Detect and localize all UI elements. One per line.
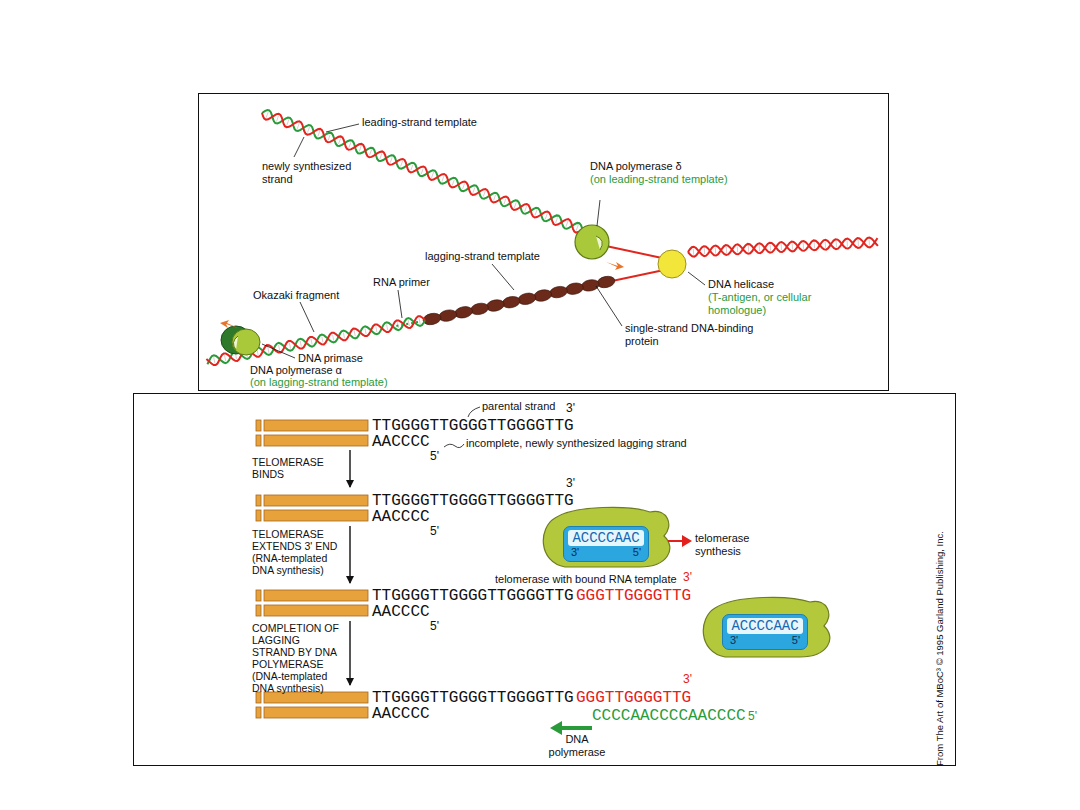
part-label: lagging-strand template	[425, 250, 540, 263]
helicase	[658, 250, 686, 278]
dna-sequence: AACCCC	[372, 604, 430, 620]
part-note: (on lagging-strand template)	[250, 376, 388, 389]
part-label: leading-strand template	[362, 116, 477, 129]
part-label: DNA polymerase	[546, 733, 608, 758]
lagging-template-strand	[428, 270, 664, 320]
end-label: 3'	[566, 477, 575, 491]
part-label: DNA helicase	[708, 278, 774, 291]
end-label: 5'	[630, 546, 644, 559]
part-label: single-strand DNA-binding protein	[625, 322, 765, 347]
part-note: (on leading-strand template)	[590, 173, 728, 186]
part-label: newly synthesized strand	[262, 160, 357, 185]
rna-template: ACCCCAAC3' 5'	[563, 526, 649, 562]
end-label: 3'	[727, 634, 741, 647]
dna-sequence: AACCCC	[372, 509, 430, 525]
part-label: telomerase with bound RNA template	[495, 573, 677, 586]
end-label: 3'	[566, 402, 575, 416]
copyright-watermark: From The Art of MBoC³ © 1995 Garland Pub…	[934, 531, 946, 766]
panel-frame	[134, 394, 956, 766]
dna-sequence: TTGGGGTTGGGGTTGGGGTTG	[372, 690, 574, 706]
dna-sequence: TTGGGGTTGGGGTTGGGGTTG	[372, 588, 574, 604]
part-label: RNA primer	[373, 276, 430, 289]
end-label: 5'	[430, 450, 439, 464]
leader-line	[468, 407, 480, 417]
direction-arrow	[606, 262, 624, 270]
polymerase-alpha	[232, 329, 260, 355]
step-label: TELOMERASE EXTENDS 3' END (RNA-templated…	[252, 528, 342, 576]
dna-sequence: TTGGGGTTGGGGTTGGGGTTG	[372, 418, 574, 434]
rna-template: ACCCCAAC3' 5'	[722, 614, 808, 650]
polymerase-cleft	[233, 336, 238, 350]
dna-sequence: CCCCAACCCCAACCCC	[592, 708, 746, 724]
dna-helices	[206, 110, 878, 365]
end-label: 5'	[748, 710, 757, 724]
rna-sequence: ACCCCAAC	[727, 618, 803, 634]
end-label: 3'	[683, 571, 692, 585]
rna-sequence: ACCCCAAC	[568, 530, 644, 546]
polymerase-cleft	[596, 236, 602, 250]
end-label: 5'	[430, 620, 439, 634]
part-note: (T-antigen, or cellular homologue)	[708, 291, 858, 316]
part-label: DNA polymerase α	[250, 364, 342, 377]
dna-sequence: GGGTTGGGGTTG	[576, 588, 691, 604]
direction-arrow	[220, 320, 238, 328]
polymerase-arrow	[550, 721, 592, 735]
dna-sequence: AACCCC	[372, 706, 430, 722]
end-label: 5'	[789, 634, 803, 647]
synthesis-arrow	[668, 535, 692, 547]
panel-frame	[199, 94, 889, 391]
leader-line	[444, 444, 464, 448]
polymerase-delta	[575, 225, 609, 259]
part-label: DNA primase	[298, 352, 363, 365]
telomerase-enzyme	[703, 597, 830, 657]
part-label: incomplete, newly synthesized lagging st…	[466, 437, 687, 450]
dna-sequence: TTGGGGTTGGGGTTGGGGTTG	[372, 493, 574, 509]
telomerase-enzyme	[543, 507, 670, 567]
dna-sequence: GGGTTGGGGTTG	[576, 690, 691, 706]
end-label: 3'	[683, 673, 692, 687]
part-label: DNA polymerase δ	[590, 160, 682, 173]
ssb-proteins	[422, 275, 616, 327]
rna-primer	[396, 322, 418, 326]
part-label: Okazaki fragment	[253, 289, 339, 302]
dna-sequence: AACCCC	[372, 434, 430, 450]
part-label: parental strand	[482, 400, 555, 413]
end-label: 5'	[430, 525, 439, 539]
part-label: telomerase synthesis	[695, 532, 770, 557]
single-strand	[606, 246, 662, 258]
step-arrows	[349, 450, 350, 685]
end-label: 3'	[568, 546, 582, 559]
step-label: COMPLETION OF LAGGING STRAND BY DNA POLY…	[252, 622, 342, 694]
step-label: TELOMERASE BINDS	[252, 456, 338, 480]
